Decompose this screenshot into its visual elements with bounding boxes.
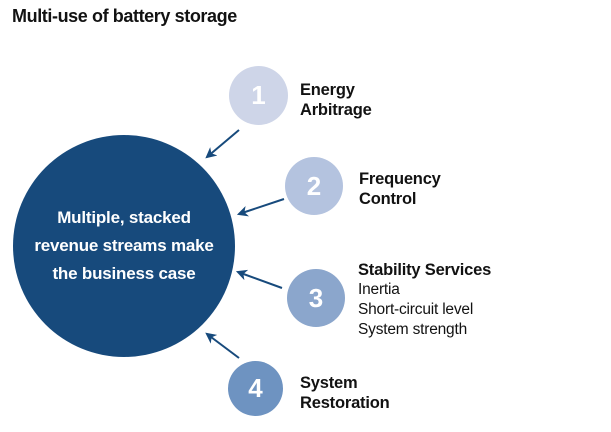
arrow-4: [205, 332, 240, 359]
item-4-number-circle: 4: [228, 361, 283, 416]
item-4-label: System Restoration: [300, 373, 390, 413]
item-1-label-line-2: Arbitrage: [300, 101, 372, 119]
item-1-label: Energy Arbitrage: [300, 80, 372, 120]
item-3-detail-1: Inertia: [358, 281, 400, 298]
hub-text: Multiple, stacked revenue streams make t…: [34, 204, 214, 288]
item-3-label: Stability Services Inertia Short-circuit…: [358, 260, 491, 340]
item-3-detail-3: System strength: [358, 321, 467, 338]
item-2-number-circle: 2: [285, 157, 343, 215]
hub-text-line-1: Multiple, stacked: [57, 208, 191, 227]
item-3-number: 3: [308, 282, 324, 313]
arrow-3: [235, 269, 283, 289]
hub-circle: Multiple, stacked revenue streams make t…: [13, 135, 235, 357]
arrow-2: [236, 198, 285, 217]
item-4-label-line-2: Restoration: [300, 394, 390, 412]
item-1-number-circle: 1: [229, 66, 288, 125]
item-3-number-circle: 3: [287, 269, 345, 327]
item-2-label-line-1: Frequency: [359, 170, 441, 188]
hub-text-line-3: the business case: [52, 264, 196, 283]
item-1-label-line-1: Energy: [300, 81, 355, 99]
item-4-number: 4: [248, 373, 263, 403]
item-2-number: 2: [306, 170, 322, 201]
page-title: Multi-use of battery storage: [12, 6, 237, 26]
item-3-label-line-1: Stability Services: [358, 261, 492, 279]
item-4-label-line-1: System: [300, 374, 358, 392]
item-1-number: 1: [251, 80, 266, 110]
item-2-label-line-2: Control: [359, 190, 417, 208]
item-2-label: Frequency Control: [359, 169, 441, 209]
item-3-detail-2: Short-circuit level: [358, 301, 474, 318]
arrow-1: [205, 129, 240, 159]
hub-text-line-2: revenue streams make: [34, 236, 214, 255]
